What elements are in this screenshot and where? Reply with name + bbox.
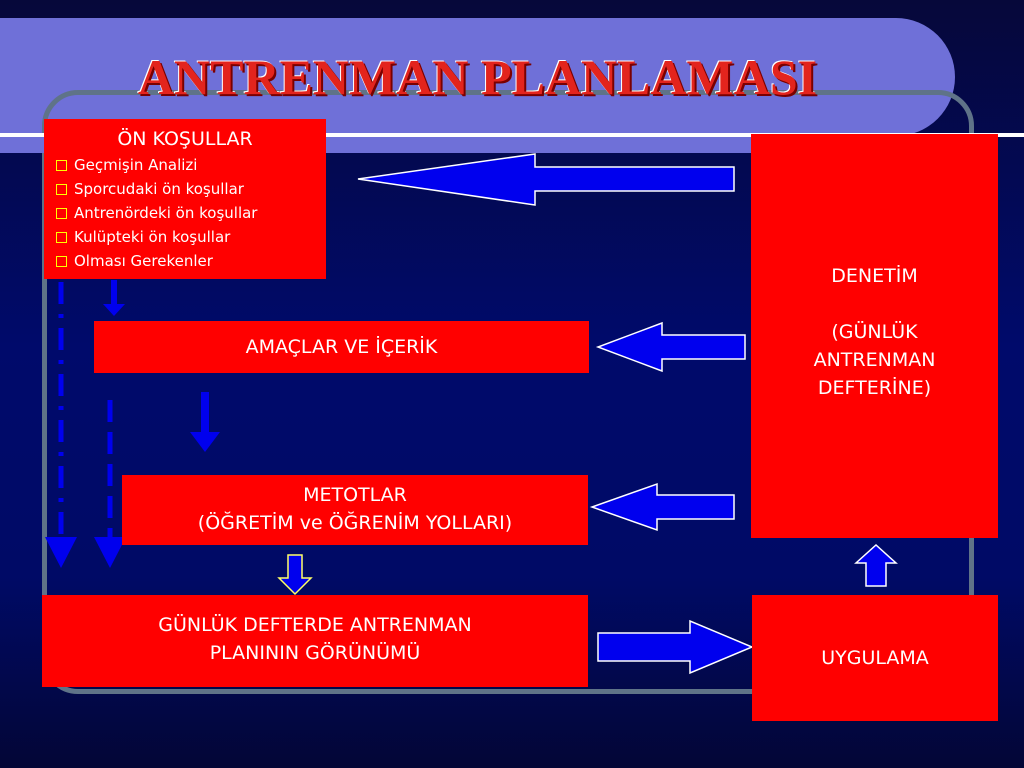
down-arrow-3 <box>277 554 313 596</box>
list-item: Olması Gerekenler <box>54 249 326 273</box>
denetim-line-4: DEFTERİNE) <box>817 377 932 399</box>
header-divider <box>0 133 1024 137</box>
metotlar-box: METOTLAR (ÖĞRETİM ve ÖĞRENİM YOLLARI) <box>122 475 588 545</box>
arrow-denetim-to-metotlar <box>589 482 735 532</box>
amaclar-box: AMAÇLAR VE İÇERİK <box>94 321 589 373</box>
amaclar-label: AMAÇLAR VE İÇERİK <box>245 336 438 358</box>
checkbox-bullet-icon <box>56 232 67 243</box>
uygulama-box: UYGULAMA <box>752 595 998 721</box>
on-kosullar-heading: ÖN KOŞULLAR <box>117 128 253 150</box>
dashed-arrowhead-left <box>45 537 77 568</box>
list-item-label: Geçmişin Analizi <box>74 156 198 174</box>
slide-title: ANTRENMAN PLANLAMASI <box>137 49 818 105</box>
checkbox-bullet-icon <box>56 160 67 171</box>
denetim-line-3: ANTRENMAN <box>813 349 936 371</box>
denetim-box: DENETİM (GÜNLÜK ANTRENMAN DEFTERİNE) <box>751 134 998 538</box>
list-item: Sporcudaki ön koşullar <box>54 177 326 201</box>
gunluk-line-2: PLANININ GÖRÜNÜMÜ <box>209 642 421 664</box>
checkbox-bullet-icon <box>56 184 67 195</box>
metotlar-line-1: METOTLAR <box>303 484 407 506</box>
list-item: Kulüpteki ön koşullar <box>54 225 326 249</box>
on-kosullar-box: ÖN KOŞULLAR Geçmişin Analizi Sporcudaki … <box>44 119 326 279</box>
uygulama-label: UYGULAMA <box>821 647 929 669</box>
arrow-denetim-to-amaclar <box>595 321 746 373</box>
arrow-gunluk-to-uygulama <box>597 619 754 675</box>
down-arrow-2-shaft <box>201 392 209 434</box>
header-band <box>0 18 955 136</box>
gunluk-line-1: GÜNLÜK DEFTERDE ANTRENMAN <box>158 614 472 636</box>
down-arrow-1-shaft <box>111 280 117 306</box>
denetim-spacer <box>751 290 998 318</box>
checkbox-bullet-icon <box>56 256 67 267</box>
down-arrow-2-head <box>190 432 220 452</box>
denetim-line-1: DENETİM <box>831 265 918 287</box>
gunluk-box: GÜNLÜK DEFTERDE ANTRENMAN PLANININ GÖRÜN… <box>42 595 588 687</box>
denetim-line-2: (GÜNLÜK <box>831 321 918 343</box>
list-item-label: Antrenördeki ön koşullar <box>74 204 258 222</box>
arrow-denetim-to-onkosullar <box>357 153 735 206</box>
list-item: Antrenördeki ön koşullar <box>54 201 326 225</box>
list-item: Geçmişin Analizi <box>54 153 326 177</box>
list-item-label: Kulüpteki ön koşullar <box>74 228 231 246</box>
down-arrow-1-head <box>103 304 125 316</box>
list-item-label: Olması Gerekenler <box>74 252 213 270</box>
checkbox-bullet-icon <box>56 208 67 219</box>
metotlar-line-2: (ÖĞRETİM ve ÖĞRENİM YOLLARI) <box>197 512 513 534</box>
on-kosullar-list: Geçmişin Analizi Sporcudaki ön koşullar … <box>54 153 326 273</box>
dashed-arrowhead-inner <box>94 537 126 568</box>
list-item-label: Sporcudaki ön koşullar <box>74 180 244 198</box>
arrow-uygulama-to-denetim <box>854 543 898 587</box>
